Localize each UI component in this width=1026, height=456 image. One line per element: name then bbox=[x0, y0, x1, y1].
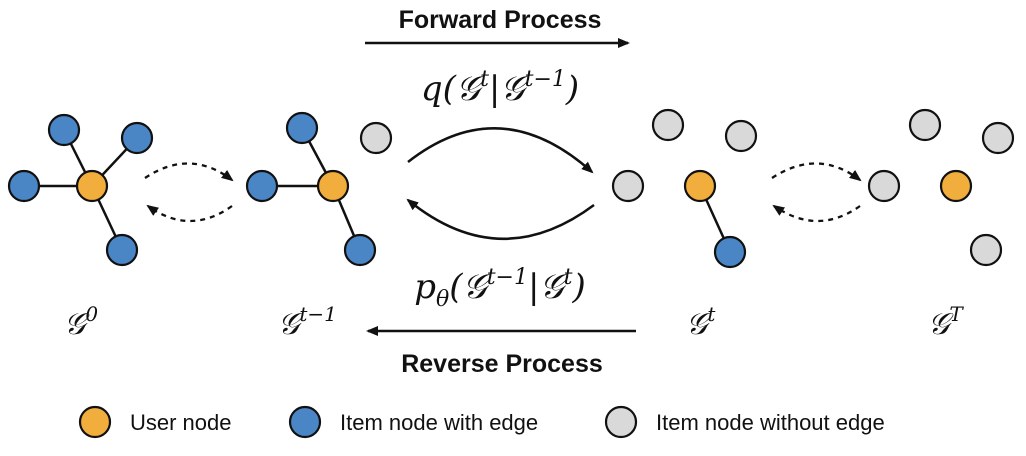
item-node-with-edge bbox=[47, 113, 81, 147]
reverse-formula: pθ(𝒢t−1|𝒢t) bbox=[414, 265, 586, 312]
item-node-without-edge bbox=[867, 169, 901, 203]
graph-gt-minus-1 bbox=[245, 111, 393, 267]
user-node bbox=[683, 169, 717, 203]
legend: User node Item node with edge Item node … bbox=[78, 405, 885, 439]
item-node-without-edge bbox=[908, 108, 942, 142]
dashed-forward-arc-right bbox=[771, 162, 862, 182]
reverse-process-label: Reverse Process bbox=[401, 350, 603, 378]
graph-label-gt: 𝒢t bbox=[686, 302, 716, 342]
item-node-with-edge bbox=[105, 233, 139, 267]
item-node-without-edge bbox=[981, 121, 1015, 155]
item-node-without-edge bbox=[651, 108, 685, 142]
forward-transition-arc bbox=[407, 127, 594, 174]
item-node-with-edge bbox=[7, 169, 41, 203]
graph-gT bbox=[867, 108, 1015, 267]
item-node-without-edge bbox=[359, 121, 393, 155]
graph-g0 bbox=[7, 113, 154, 267]
legend-user-label: User node bbox=[130, 410, 232, 435]
dashed-forward-arc-left bbox=[144, 162, 234, 182]
item-node-with-edge bbox=[343, 233, 377, 267]
graph-gt bbox=[611, 108, 758, 269]
item-node-with-edge bbox=[285, 111, 319, 145]
legend-item-with-edge-swatch bbox=[288, 405, 322, 439]
reverse-transition-arc bbox=[406, 198, 595, 241]
dashed-reverse-arc-right bbox=[772, 204, 861, 223]
graph-label-gt-minus-1: 𝒢t−1 bbox=[278, 302, 337, 342]
item-node-with-edge bbox=[120, 121, 154, 155]
dashed-reverse-arc-left bbox=[146, 204, 233, 223]
item-node-with-edge bbox=[245, 169, 279, 203]
graph-label-g0: 𝒢0 bbox=[64, 302, 98, 342]
forward-process-label: Forward Process bbox=[399, 6, 602, 34]
legend-user-swatch bbox=[78, 405, 112, 439]
item-node-without-edge bbox=[611, 169, 645, 203]
forward-formula: q(𝒢t|𝒢t−1) bbox=[421, 67, 579, 109]
item-node-without-edge bbox=[969, 233, 1003, 267]
user-node bbox=[75, 169, 109, 203]
legend-item-with-edge-label: Item node with edge bbox=[340, 410, 538, 435]
legend-item-without-edge-label: Item node without edge bbox=[656, 410, 885, 435]
item-node-without-edge bbox=[724, 119, 758, 153]
user-node bbox=[939, 169, 973, 203]
user-node bbox=[316, 169, 350, 203]
item-node-with-edge bbox=[713, 235, 747, 269]
legend-item-without-edge-swatch bbox=[604, 405, 638, 439]
graph-label-gT: 𝒢T bbox=[928, 302, 964, 342]
